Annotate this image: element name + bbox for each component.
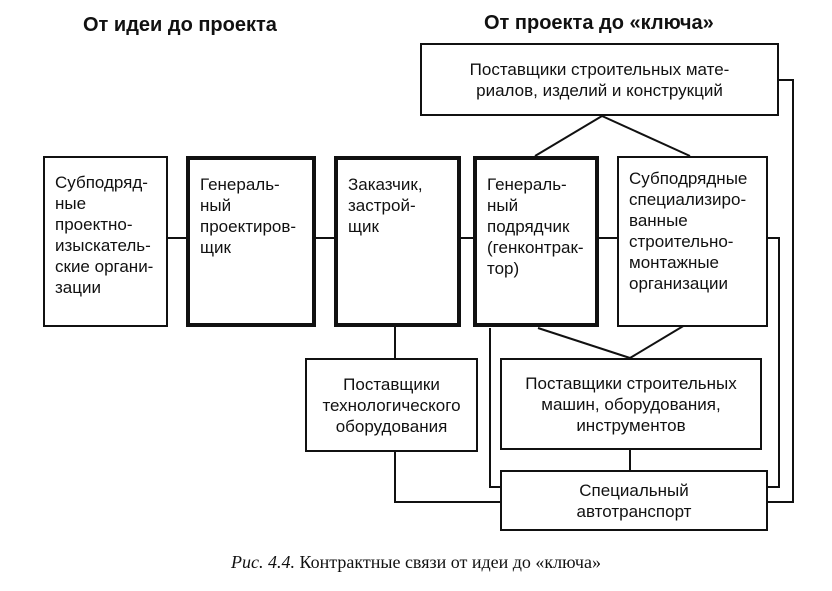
box-general-designer: Генераль- ный проектиров- щик [186,156,316,327]
link-subcontract-construction-to-transport-loop [768,237,780,488]
link-subcontract-construction-to-machines [629,321,691,359]
box-suppliers-machines-label: Поставщики строительных машин, оборудова… [525,373,737,435]
link-materials-to-general-contractor [534,115,603,157]
link-customer-to-transport [394,452,500,503]
link-general-contractor-to-machines [537,327,631,359]
figure-caption-text: Контрактные связи от идеи до «ключа» [295,552,601,572]
box-special-transport-label: Специальный автотранспорт [576,480,692,521]
box-subcontract-construction-label: Субподрядные специализиро- ванные строит… [629,169,748,293]
heading-from-project-to-key: От проекта до «ключа» [484,12,714,34]
box-suppliers-tech-label: Поставщики технологического оборудования [322,374,461,436]
box-suppliers-materials-label: Поставщики строительных мате- риалов, из… [469,59,730,100]
box-subcontract-design: Субподряд- ные проектно- изыскатель- ски… [43,156,168,327]
figure-caption-number: Рис. 4.4. [231,552,296,572]
box-general-contractor-label: Генераль- ный подрядчик (генконтрак- тор… [487,175,584,278]
link-general-contractor-to-transport [489,328,500,488]
box-general-contractor: Генераль- ный подрядчик (генконтрак- тор… [473,156,599,327]
box-suppliers-machines: Поставщики строительных машин, оборудова… [500,358,762,450]
box-general-designer-label: Генераль- ный проектиров- щик [200,175,297,257]
box-customer: Заказчик, застрой- щик [334,156,461,327]
figure-caption: Рис. 4.4. Контрактные связи от идеи до «… [0,552,832,573]
link-materials-to-subcontract-construction [601,115,691,157]
box-suppliers-materials: Поставщики строительных мате- риалов, из… [420,43,779,116]
box-subcontract-design-label: Субподряд- ные проектно- изыскатель- ски… [55,173,154,297]
heading-from-idea-to-project: От идеи до проекта [83,14,277,36]
link-materials-to-transport-loop [768,79,794,503]
box-suppliers-tech: Поставщики технологического оборудования [305,358,478,452]
box-customer-label: Заказчик, застрой- щик [348,175,423,236]
box-special-transport: Специальный автотранспорт [500,470,768,531]
box-subcontract-construction: Субподрядные специализиро- ванные строит… [617,156,768,327]
